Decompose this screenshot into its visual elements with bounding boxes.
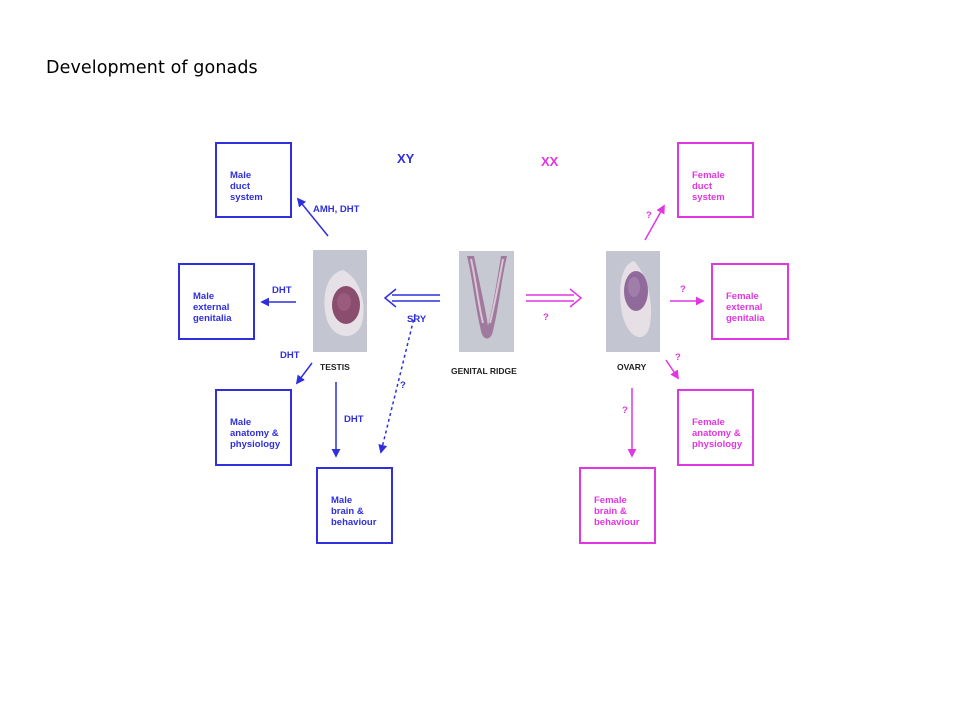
box-line: external: [726, 302, 763, 313]
ovary-illustration: [606, 251, 660, 352]
genital-ridge-image: [459, 251, 514, 352]
arrow-ovary-to-female-anatomy: [665, 359, 679, 380]
box-line: Male: [230, 170, 252, 181]
box-line: Female: [692, 417, 725, 428]
box-line: anatomy &: [230, 428, 279, 439]
ovary-image: [606, 251, 660, 352]
box-line: Female: [594, 495, 627, 506]
slide-title: Development of gonads: [46, 58, 258, 78]
double-arrow-to-testis: [383, 288, 440, 308]
box-line: Male: [193, 291, 215, 302]
female-anatomy-physiology-box: Female anatomy & physiology: [677, 389, 754, 466]
box-line: behaviour: [331, 517, 377, 528]
box-line: behaviour: [594, 517, 640, 528]
box-line: brain &: [331, 506, 364, 517]
male-anatomy-physiology-box: Male anatomy & physiology: [215, 389, 292, 466]
female-brain-behaviour-box: Female brain & behaviour: [579, 467, 656, 544]
label-dht-brain: DHT: [344, 414, 364, 425]
label-female-anatomy-question: ?: [675, 352, 681, 363]
male-external-genitalia-box: Male external genitalia: [178, 263, 255, 340]
arrow-testis-to-male-duct: [296, 197, 329, 237]
testis-illustration: [313, 250, 367, 352]
box-line: physiology: [692, 439, 743, 450]
label-sry: SRY: [407, 314, 427, 325]
male-duct-system-box: Male duct system: [215, 142, 292, 218]
box-line: physiology: [230, 439, 281, 450]
box-line: external: [193, 302, 230, 313]
box-line: Female: [726, 291, 759, 302]
double-arrow-to-ovary: [526, 288, 583, 308]
label-female-duct-question: ?: [646, 210, 652, 221]
female-external-genitalia-box: Female external genitalia: [711, 263, 789, 340]
xx-header: XX: [541, 154, 559, 169]
box-line: brain &: [594, 506, 627, 517]
genital-ridge-label: GENITAL RIDGE: [451, 366, 517, 376]
ovary-label: OVARY: [617, 362, 647, 372]
male-brain-behaviour-box: Male brain & behaviour: [316, 467, 393, 544]
box-line: Male: [230, 417, 252, 428]
female-duct-system-box: Female duct system: [677, 142, 754, 218]
genital-ridge-illustration: [459, 251, 514, 352]
testis-image: [313, 250, 367, 352]
arrow-sry-dashed-to-male-brain: [378, 313, 416, 454]
label-female-genitalia-question: ?: [680, 284, 686, 295]
box-line: Female: [692, 170, 725, 181]
label-dht-genitalia: DHT: [272, 285, 292, 296]
box-line: genitalia: [726, 313, 765, 324]
box-line: duct system: [230, 181, 263, 203]
testis-label: TESTIS: [320, 362, 350, 372]
arrow-ovary-to-female-duct: [644, 204, 665, 241]
label-male-question: ?: [400, 380, 406, 391]
arrow-testis-to-male-anatomy: [295, 362, 313, 385]
box-line: anatomy &: [692, 428, 741, 439]
label-amh-dht: AMH, DHT: [313, 204, 360, 215]
box-line: duct system: [692, 181, 725, 203]
label-female-brain-question: ?: [622, 405, 628, 416]
label-to-ovary-question: ?: [543, 312, 549, 323]
box-line: Male: [331, 495, 353, 506]
box-line: genitalia: [193, 313, 232, 324]
label-dht-anatomy: DHT: [280, 350, 300, 361]
xy-header: XY: [397, 151, 415, 166]
